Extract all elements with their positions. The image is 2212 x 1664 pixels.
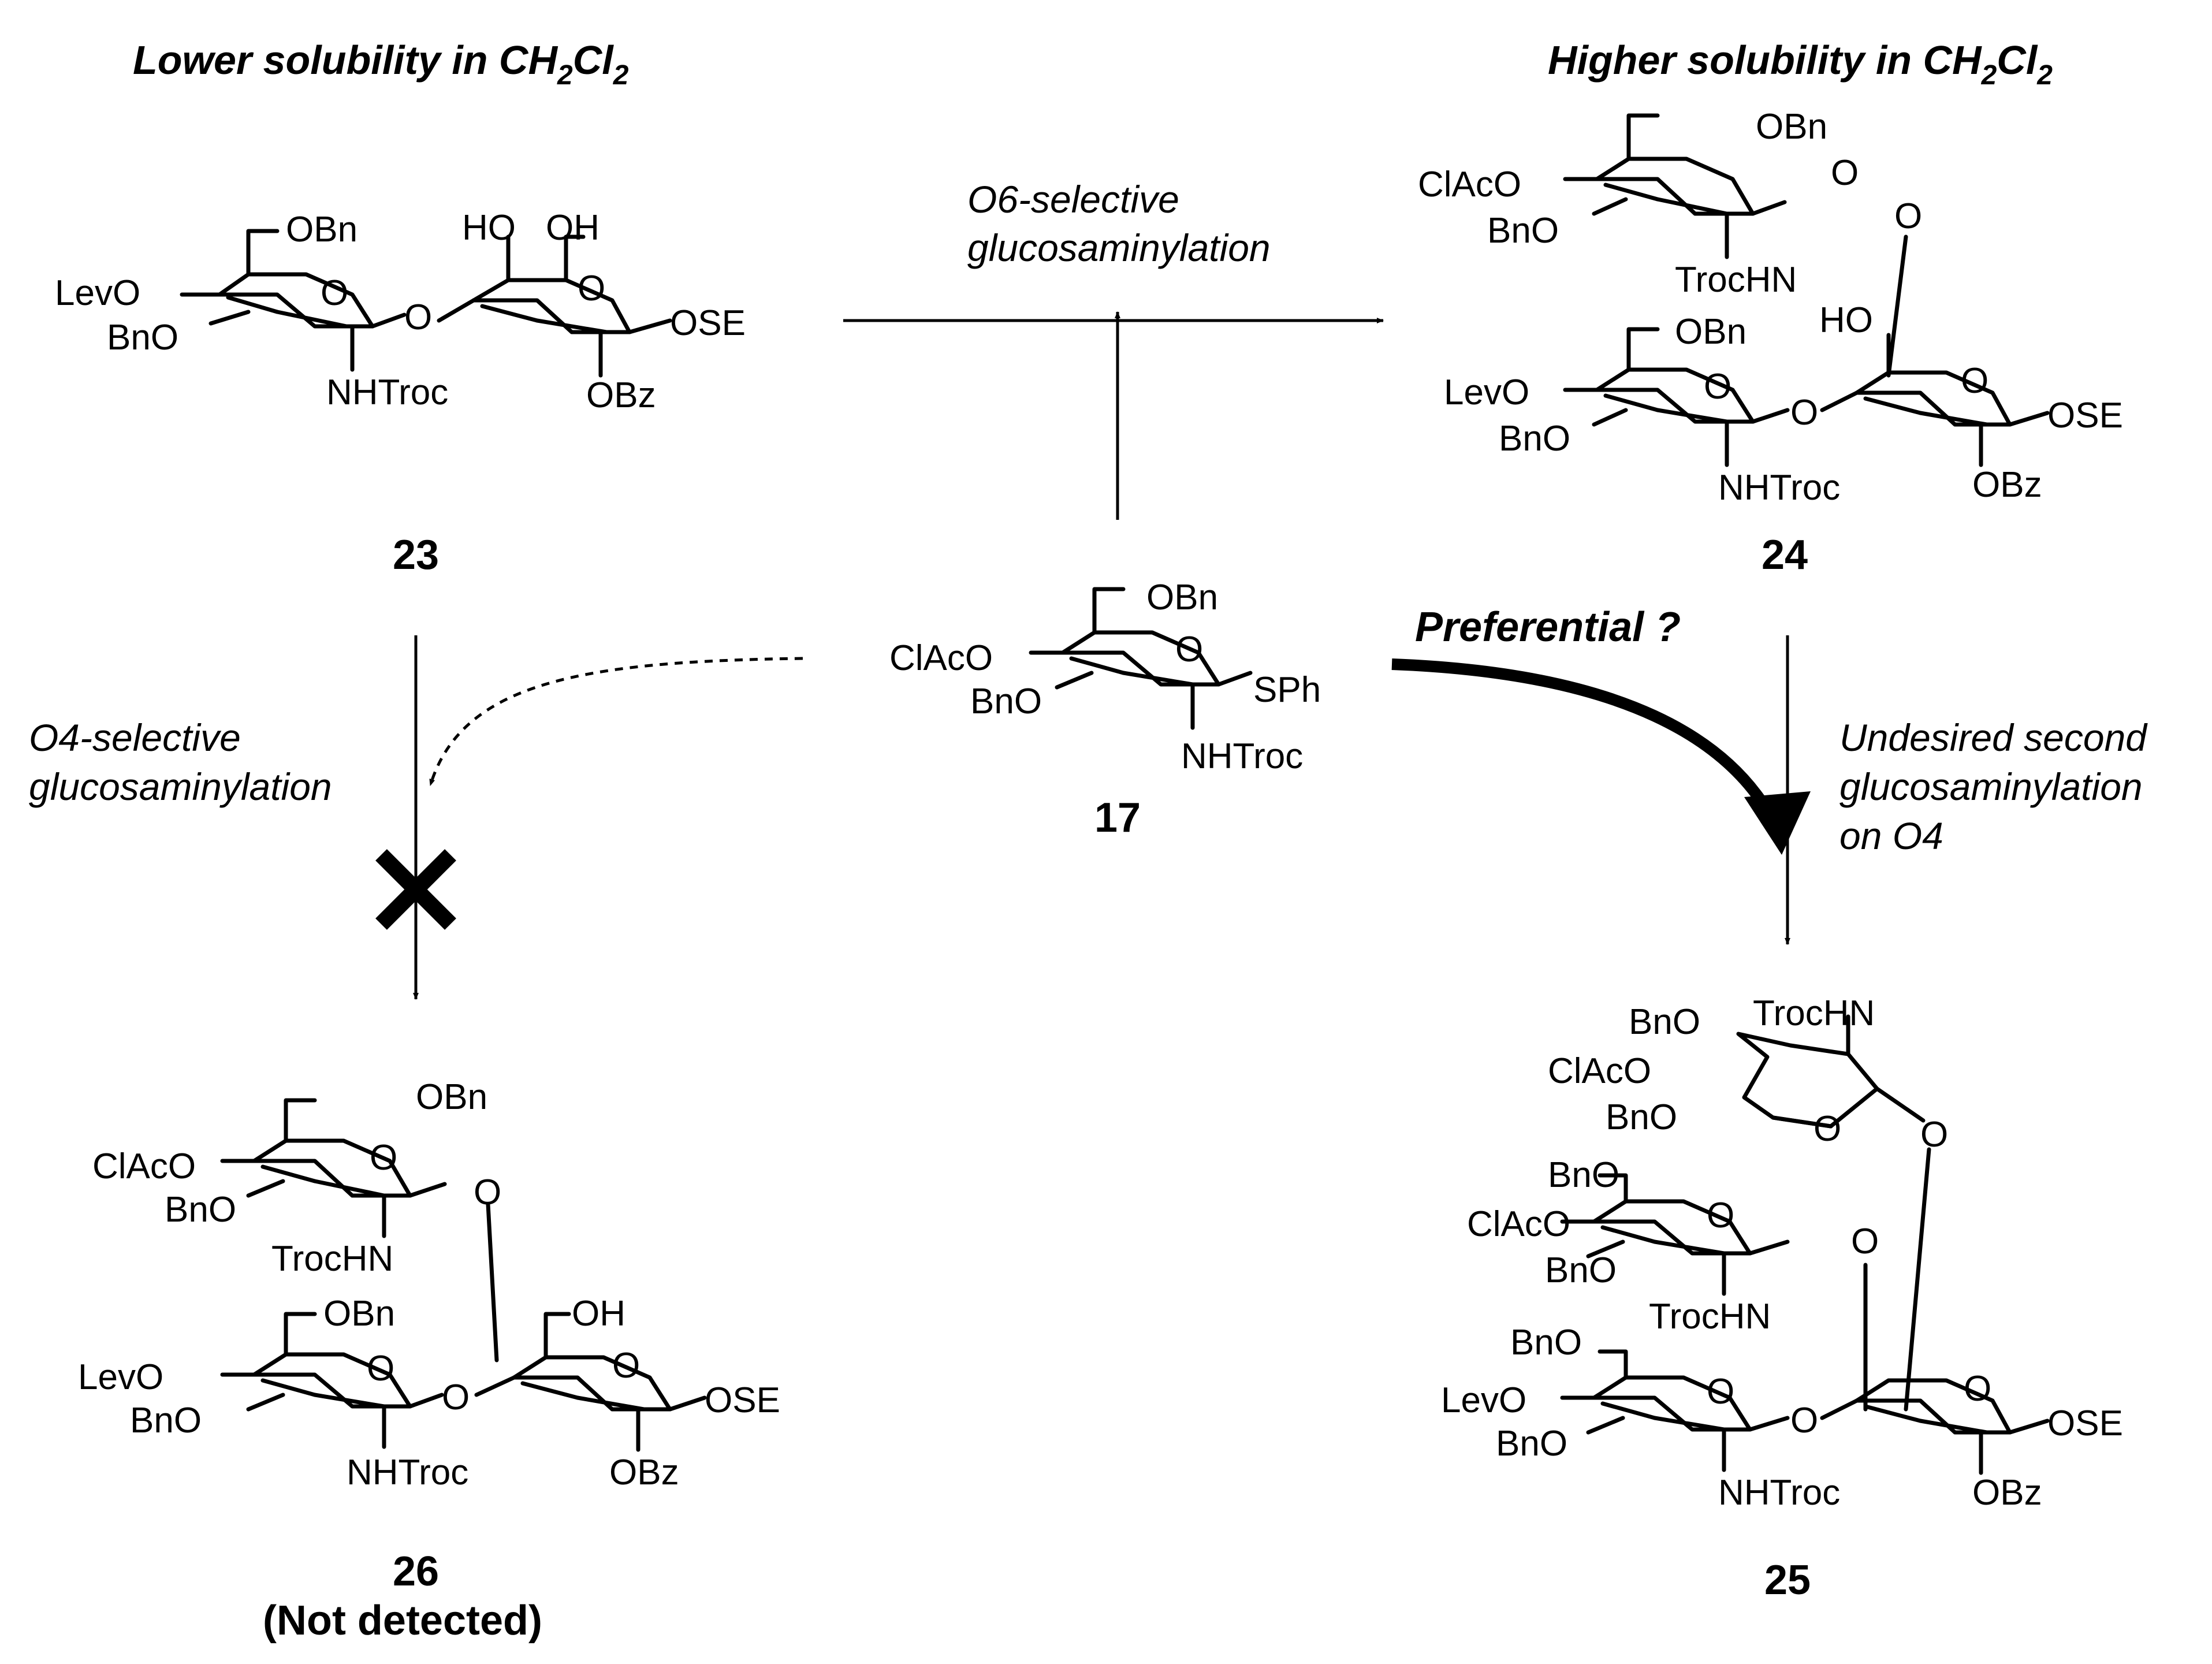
compound-23: OBn LevO BnO O NHTroc O HO OH O OSE OBz … — [55, 208, 746, 578]
label-ring-o: O — [1175, 630, 1203, 669]
label-ring-o: O — [1831, 153, 1859, 193]
label-oh: OH — [572, 1294, 625, 1334]
label-ho: HO — [1819, 300, 1873, 340]
o4-condition-line2: glucosaminylation — [29, 765, 332, 808]
label-nhtroc: NHTroc — [326, 373, 448, 412]
label-bno: BnO — [165, 1190, 236, 1230]
label-obn: OBn — [286, 210, 358, 250]
label-bno: BnO — [970, 682, 1042, 721]
undesired-condition-line3: on O4 — [1839, 814, 1943, 857]
label-obn: OBn — [1146, 578, 1218, 617]
compound-number: 23 — [393, 532, 439, 578]
label-ose: OSE — [670, 303, 746, 343]
label-ring-o: O — [321, 273, 348, 313]
label-trochn: TrocHN — [1649, 1297, 1771, 1337]
label-ring-o: O — [1707, 1196, 1734, 1235]
label-obn: OBn — [1675, 312, 1746, 352]
label-ose: OSE — [2047, 396, 2123, 435]
compound-number: 25 — [1764, 1557, 1811, 1603]
compound-25: BnO TrocHN ClAcO BnO O O BnO ClAcO BnO O… — [1441, 993, 2123, 1603]
label-bno: BnO — [1510, 1323, 1582, 1363]
compound-number: 17 — [1094, 795, 1141, 841]
label-nhtroc: NHTroc — [1718, 468, 1840, 508]
label-bno: BnO — [1487, 211, 1559, 251]
compound-17: OBn ClAcO BnO O SPh NHTroc 17 — [889, 578, 1321, 841]
compound-24: OBn ClAcO BnO O TrocHN O OBn HO LevO BnO… — [1418, 107, 2123, 578]
label-obn: OBn — [1756, 107, 1827, 147]
label-bno: BnO — [1545, 1250, 1617, 1290]
label-clacoo: ClAcO — [92, 1146, 196, 1186]
label-ring-o: O — [578, 269, 605, 308]
label-levo: LevO — [1441, 1380, 1526, 1420]
label-levo: LevO — [78, 1357, 163, 1397]
undesired-condition-line1: Undesired second — [1839, 716, 2148, 759]
label-obz: OBz — [1972, 1473, 2042, 1513]
label-oh: OH — [546, 208, 599, 248]
label-glycosidic-o: O — [1851, 1222, 1879, 1261]
label-bno: BnO — [130, 1401, 202, 1440]
label-bno: BnO — [107, 318, 178, 358]
label-glycosidic-o: O — [474, 1172, 501, 1212]
label-bno: BnO — [1496, 1424, 1567, 1464]
label-levo: LevO — [1444, 373, 1529, 412]
o6-condition-line2: glucosaminylation — [967, 226, 1271, 269]
lower-solubility-header: Lower solubility in CH2Cl2 — [133, 38, 629, 91]
undesired-condition-line2: glucosaminylation — [1839, 765, 2143, 808]
label-trochn: TrocHN — [271, 1239, 393, 1279]
label-clacoo: ClAcO — [1548, 1051, 1651, 1091]
label-nhtroc: NHTroc — [1718, 1473, 1840, 1513]
label-obz: OBz — [609, 1453, 679, 1492]
label-ring-o: O — [1961, 361, 1988, 401]
preferential-curved-arrow — [1391, 658, 1781, 829]
label-clacoo: ClAcO — [1418, 165, 1521, 204]
preferential-label: Preferential ? — [1415, 604, 1681, 650]
label-ring-o: O — [1704, 367, 1731, 407]
label-bno: BnO — [1629, 1002, 1700, 1042]
label-trochn: TrocHN — [1753, 993, 1875, 1033]
label-ring-o: O — [1707, 1372, 1734, 1412]
label-glycosidic-o: O — [1920, 1115, 1948, 1155]
label-ring-o: O — [1813, 1109, 1841, 1149]
label-clacoo: ClAcO — [889, 638, 993, 678]
label-bno: BnO — [1499, 419, 1570, 459]
label-obn: OBn — [416, 1077, 487, 1117]
label-ose: OSE — [2047, 1404, 2123, 1443]
label-glycosidic-o: O — [404, 297, 432, 337]
label-ring-o: O — [367, 1349, 394, 1388]
label-ho: HO — [462, 208, 516, 248]
label-nhtroc: NHTroc — [347, 1453, 468, 1492]
label-obn: OBn — [323, 1294, 395, 1334]
label-glycosidic-o: O — [442, 1378, 470, 1417]
label-obz: OBz — [1972, 465, 2042, 505]
o4-condition-line1: O4-selective — [29, 716, 241, 759]
label-ring-o: O — [612, 1346, 640, 1386]
label-sph: SPh — [1253, 670, 1321, 710]
blocked-x-icon — [375, 849, 456, 930]
compound-26: OBn ClAcO BnO O TrocHN O OBn OH LevO BnO… — [78, 1077, 780, 1644]
dashed-reagent-arrow — [429, 657, 803, 786]
compound-number: 24 — [1762, 532, 1808, 578]
label-glycosidic-o: O — [1790, 1401, 1818, 1440]
label-clacoo: ClAcO — [1467, 1204, 1570, 1244]
label-trochn: TrocHN — [1675, 260, 1797, 300]
label-nhtroc: NHTroc — [1181, 736, 1303, 776]
label-bno: BnO — [1606, 1097, 1677, 1137]
label-ring-o: O — [1964, 1369, 1991, 1409]
label-ose: OSE — [705, 1380, 780, 1420]
label-ring-o: O — [370, 1138, 397, 1178]
compound-number: 26 — [393, 1548, 439, 1595]
label-glycosidic-o: O — [1894, 196, 1922, 236]
not-detected-note: (Not detected) — [263, 1598, 542, 1644]
label-obz: OBz — [586, 375, 656, 415]
higher-solubility-header: Higher solubility in CH2Cl2 — [1548, 38, 2053, 91]
o6-condition-line1: O6-selective — [967, 178, 1179, 221]
label-bno: BnO — [1548, 1155, 1619, 1195]
label-glycosidic-o: O — [1790, 393, 1818, 433]
preferential-arrowhead — [1744, 791, 1811, 855]
label-levo: LevO — [55, 273, 140, 313]
